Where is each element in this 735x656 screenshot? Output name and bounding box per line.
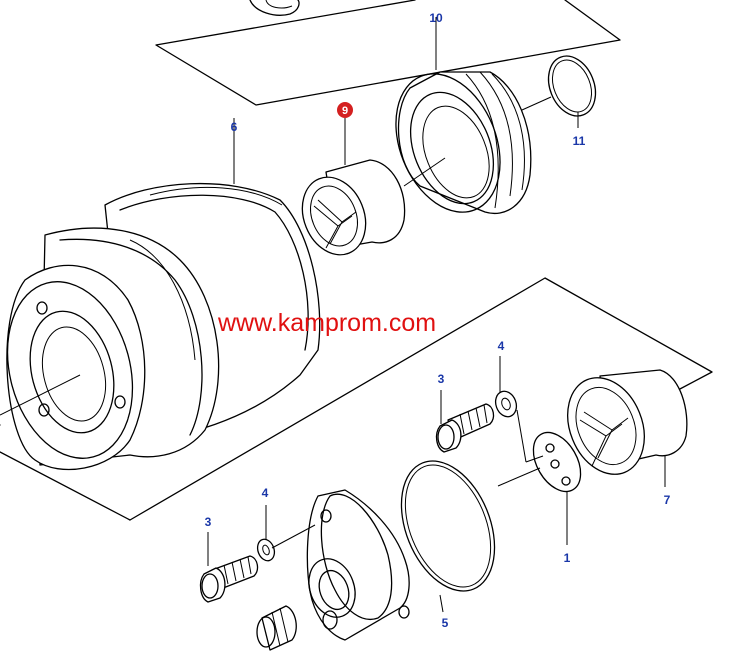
lower-tray-outline [0, 277, 713, 521]
part-label-1[interactable]: 1 [564, 551, 571, 565]
part-label-3-lower[interactable]: 3 [205, 515, 212, 529]
part-4-washer-upper [494, 356, 518, 418]
part-label-9[interactable]: 9 [342, 105, 348, 117]
part-label-6[interactable]: 6 [231, 120, 238, 134]
part-11-o-ring [521, 55, 597, 128]
part-label-4-lower[interactable]: 4 [262, 486, 269, 500]
part-7-flanged-bushing [567, 369, 688, 487]
part-label-3-upper[interactable]: 3 [438, 372, 445, 386]
watermark-text: www.kamprom.com [217, 309, 436, 337]
grease-plug [256, 605, 297, 651]
part-1-plate [497, 409, 582, 545]
part-3-bolt-lower [199, 532, 259, 603]
flange-cap [306, 489, 410, 641]
part-6-roller-body [0, 118, 321, 471]
part-4-washer-lower [256, 505, 316, 562]
part-label-11[interactable]: 11 [573, 134, 586, 148]
part-label-7[interactable]: 7 [664, 493, 671, 507]
part-3-bolt-upper [435, 390, 495, 453]
part-10-seal-housing [395, 17, 532, 214]
highlight-marker [337, 102, 353, 118]
part-label-5[interactable]: 5 [442, 616, 449, 630]
part-5-o-ring [400, 460, 496, 613]
part-9-bushing [301, 118, 446, 256]
part-label-4-upper[interactable]: 4 [498, 339, 505, 353]
part-label-10[interactable]: 10 [429, 11, 443, 25]
